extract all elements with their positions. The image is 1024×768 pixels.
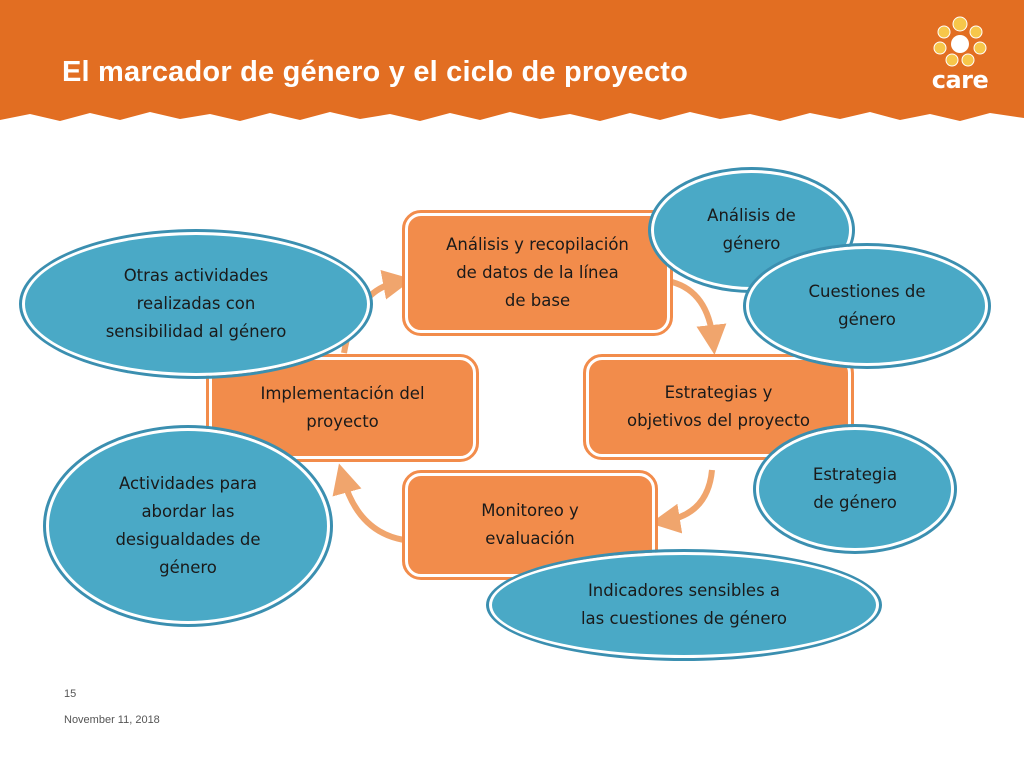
oval-indicadores-sensibles-label: Indicadores sensibles a las cuestiones d…	[580, 581, 788, 628]
box-analisis-label: Análisis y recopilación de datos de la l…	[446, 235, 629, 310]
oval-analisis-de-genero-label: Análisis de género	[707, 206, 796, 253]
slide-title: El marcador de género y el ciclo de proy…	[62, 56, 689, 88]
slide-date: November 11, 2018	[64, 714, 160, 726]
box-monitoreo-label: Monitoreo y evaluación	[481, 501, 579, 548]
arrow-analisis-to-estrategias	[671, 279, 727, 355]
oval-cuestiones-de-genero: Cuestiones de género	[743, 243, 991, 369]
header-banner: El marcador de género y el ciclo de proy…	[0, 0, 1024, 130]
oval-otras-actividades: Otras actividades realizadas con sensibi…	[19, 229, 373, 379]
care-logo: care	[922, 16, 998, 98]
arrow-estrategias-to-monitoreo	[650, 469, 715, 534]
box-estrategias-label: Estrategias y objetivos del proyecto	[626, 383, 811, 430]
page-number: 15	[64, 688, 77, 700]
oval-actividades-desigualdades: Actividades para abordar las desigualdad…	[43, 425, 333, 627]
care-logo-text: care	[931, 66, 989, 94]
oval-otras-actividades-label: Otras actividades realizadas con sensibi…	[105, 266, 287, 341]
care-logo-icon	[933, 16, 987, 67]
arrow-monitoreo-to-implementacion	[332, 463, 405, 543]
oval-cuestiones-de-genero-label: Cuestiones de género	[808, 282, 926, 329]
box-implementacion-label: Implementación del proyecto	[260, 384, 425, 431]
oval-actividades-desigualdades-label: Actividades para abordar las desigualdad…	[115, 474, 261, 577]
box-analisis-linea-base: Análisis y recopilación de datos de la l…	[402, 210, 673, 336]
oval-estrategia-de-genero-label: Estrategia de género	[812, 465, 898, 512]
header-background	[0, 0, 1024, 121]
oval-indicadores-sensibles: Indicadores sensibles a las cuestiones d…	[486, 549, 882, 661]
oval-estrategia-de-genero: Estrategia de género	[753, 424, 957, 554]
box-estrategias-objetivos: Estrategias y objetivos del proyecto	[583, 354, 854, 460]
